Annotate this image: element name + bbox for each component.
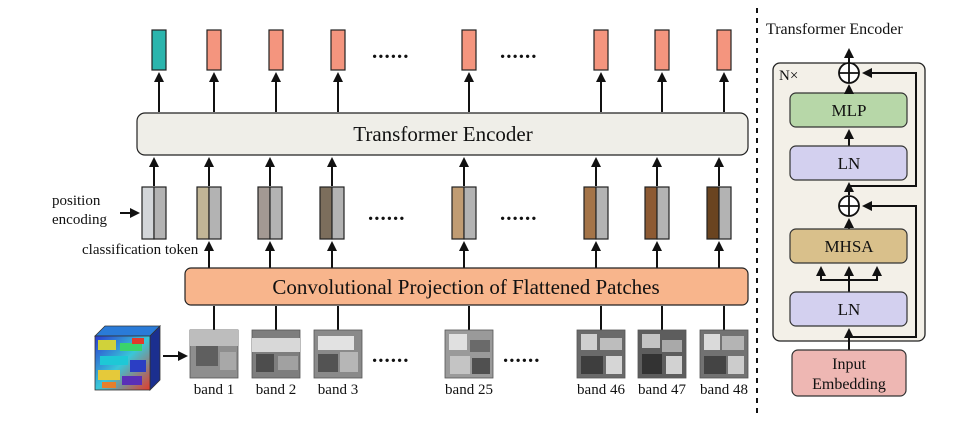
output-token (268, 29, 284, 71)
layernorm-bottom-block (789, 291, 908, 327)
patch-embedding (196, 186, 222, 240)
projection-embedding-arrows (204, 241, 724, 268)
band-label: band 47 (638, 382, 686, 398)
cls-output-token (151, 29, 167, 71)
projection-label: Convolutional Projection of Flattened Pa… (272, 275, 659, 299)
classification-token-label: classification token (82, 242, 199, 258)
band-patch-image (251, 329, 301, 379)
ellipsis-embedding-2: ...... (500, 201, 538, 225)
patch-embedding (319, 186, 345, 240)
embedding-encoder-arrows (149, 157, 724, 186)
band-patches: ...... ...... (189, 329, 749, 379)
ellipsis-band-1: ...... (372, 343, 410, 367)
hyperspectral-cube-image (94, 325, 188, 391)
ellipsis-output-2: ...... (500, 39, 538, 63)
band-patch-image (576, 329, 626, 379)
mlp-label: MLP (832, 101, 867, 120)
transformer-encoder-block: Transformer Encoder (136, 112, 749, 156)
residual-add-top (838, 62, 860, 84)
ln-bottom-label: LN (838, 300, 861, 319)
patch-embedding (451, 186, 477, 240)
band-label: band 2 (256, 382, 296, 398)
repeat-label: N× (779, 68, 798, 84)
input-embedding-block (791, 349, 907, 397)
output-token (461, 29, 477, 71)
svg-text:encoding: encoding (52, 212, 107, 228)
band-label: band 3 (318, 382, 358, 398)
patch-embedding (583, 186, 609, 240)
band-patch-image (189, 329, 239, 379)
band-label: band 46 (577, 382, 625, 398)
convolutional-projection-block: Convolutional Projection of Flattened Pa… (184, 267, 749, 306)
output-token (206, 29, 222, 71)
band-projection-lines (213, 306, 725, 330)
embedding-tokens: ...... ...... (141, 186, 732, 240)
ln-top-label: LN (838, 154, 861, 173)
encoder-output-arrows (154, 72, 729, 112)
output-tokens: ...... ...... (151, 29, 732, 71)
band-patch-image (313, 329, 363, 379)
input-embedding-label-1: Input (832, 356, 866, 373)
patch-embedding (644, 186, 670, 240)
band-label: band 25 (445, 382, 493, 398)
input-embedding-label-2: Embedding (812, 376, 886, 393)
position-encoding-annotation: position encoding (52, 193, 140, 228)
side-title: Transformer Encoder (766, 21, 903, 38)
band-patch-image (637, 329, 687, 379)
band-patch-image (444, 329, 494, 379)
classification-token-embedding (141, 186, 167, 240)
svg-text:position: position (52, 193, 101, 209)
mhsa-block (789, 228, 908, 264)
layernorm-top-block (789, 145, 908, 181)
band-labels: band 1 band 2 band 3 band 25 band 46 ban… (194, 382, 748, 398)
ellipsis-output-1: ...... (372, 39, 410, 63)
output-token (716, 29, 732, 71)
patch-embedding (706, 186, 732, 240)
output-token (593, 29, 609, 71)
band-label: band 48 (700, 382, 748, 398)
output-token (330, 29, 346, 71)
band-label: band 1 (194, 382, 234, 398)
band-patch-image (699, 329, 749, 379)
mhsa-label: MHSA (824, 237, 874, 256)
ellipsis-band-2: ...... (503, 343, 541, 367)
patch-embedding (257, 186, 283, 240)
encoder-label: Transformer Encoder (353, 122, 532, 146)
ellipsis-embedding-1: ...... (368, 201, 406, 225)
residual-add-middle (838, 195, 860, 217)
output-token (654, 29, 670, 71)
